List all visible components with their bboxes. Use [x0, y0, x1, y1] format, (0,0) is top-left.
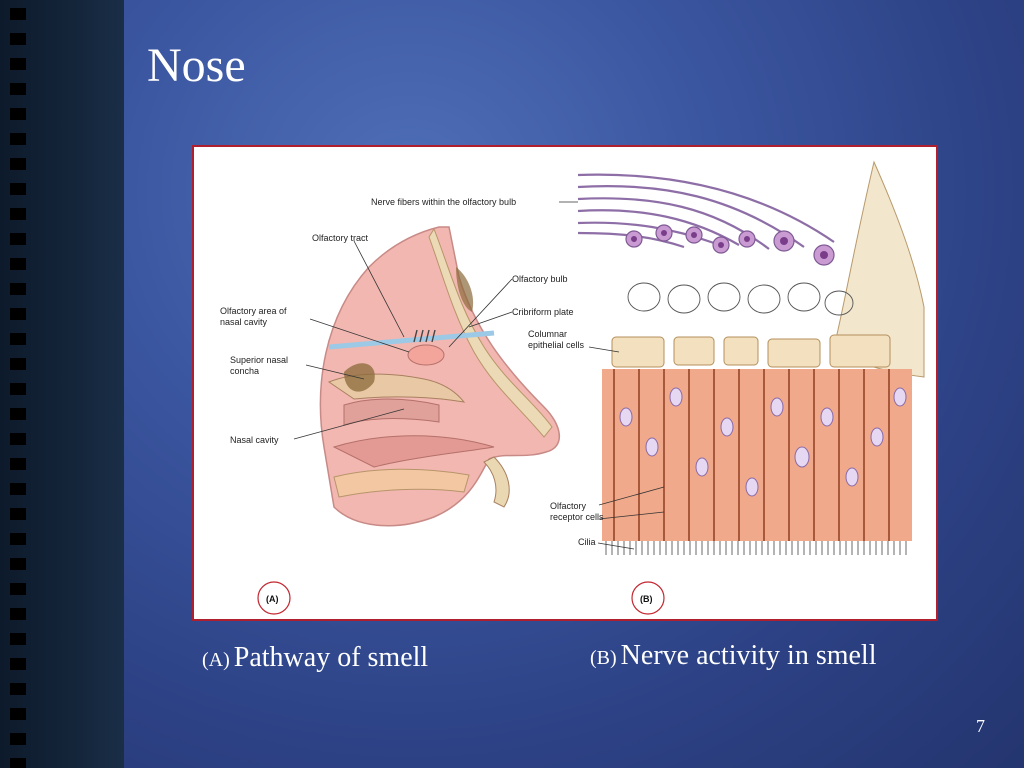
slide-title: Nose — [147, 39, 246, 92]
label-superior-concha-line2: concha — [230, 366, 259, 376]
panel-b-marker — [631, 581, 665, 615]
caption-pathway-of-smell: (A) Pathway of smell — [202, 642, 428, 674]
label-cilia: Cilia — [578, 537, 596, 547]
caption-a-prefix: (A) — [202, 649, 230, 671]
caption-a-text: Pathway of smell — [233, 642, 429, 673]
caption-b-text: Nerve activity in smell — [620, 640, 877, 671]
olfactory-illustration: Nerve fibers within the olfactory bulb O… — [220, 160, 925, 615]
label-olfactory-tract: Olfactory tract — [312, 233, 369, 243]
label-olfactory-bulb: Olfactory bulb — [512, 274, 568, 284]
film-perforations — [10, 8, 26, 768]
olfactory-anatomy-figure: Nerve fibers within the olfactory bulb O… — [192, 145, 938, 621]
panel-a-tag: (A) — [266, 594, 279, 604]
label-receptor-cells-line2: receptor cells — [550, 512, 604, 522]
caption-nerve-activity: (B) Nerve activity in smell — [590, 640, 877, 672]
nose-section-illustration — [319, 226, 561, 527]
panel-b-tag: (B) — [640, 594, 653, 604]
label-cribriform-plate: Cribriform plate — [512, 307, 574, 317]
label-superior-concha-line1: Superior nasal — [230, 355, 288, 365]
film-strip-decoration — [0, 0, 124, 768]
label-nasal-cavity: Nasal cavity — [230, 435, 279, 445]
label-olfactory-area-line2: nasal cavity — [220, 317, 268, 327]
panel-a-marker — [257, 581, 291, 615]
label-columnar-line1: Columnar — [528, 329, 567, 339]
label-receptor-cells-line1: Olfactory — [550, 501, 587, 511]
olfactory-epithelium-illustration — [577, 160, 925, 555]
label-olfactory-area-line1: Olfactory area of — [220, 306, 287, 316]
label-columnar-line2: epithelial cells — [528, 340, 585, 350]
caption-b-prefix: (B) — [590, 647, 617, 669]
page-number: 7 — [976, 716, 985, 736]
label-nerve-fibers: Nerve fibers within the olfactory bulb — [371, 197, 516, 207]
